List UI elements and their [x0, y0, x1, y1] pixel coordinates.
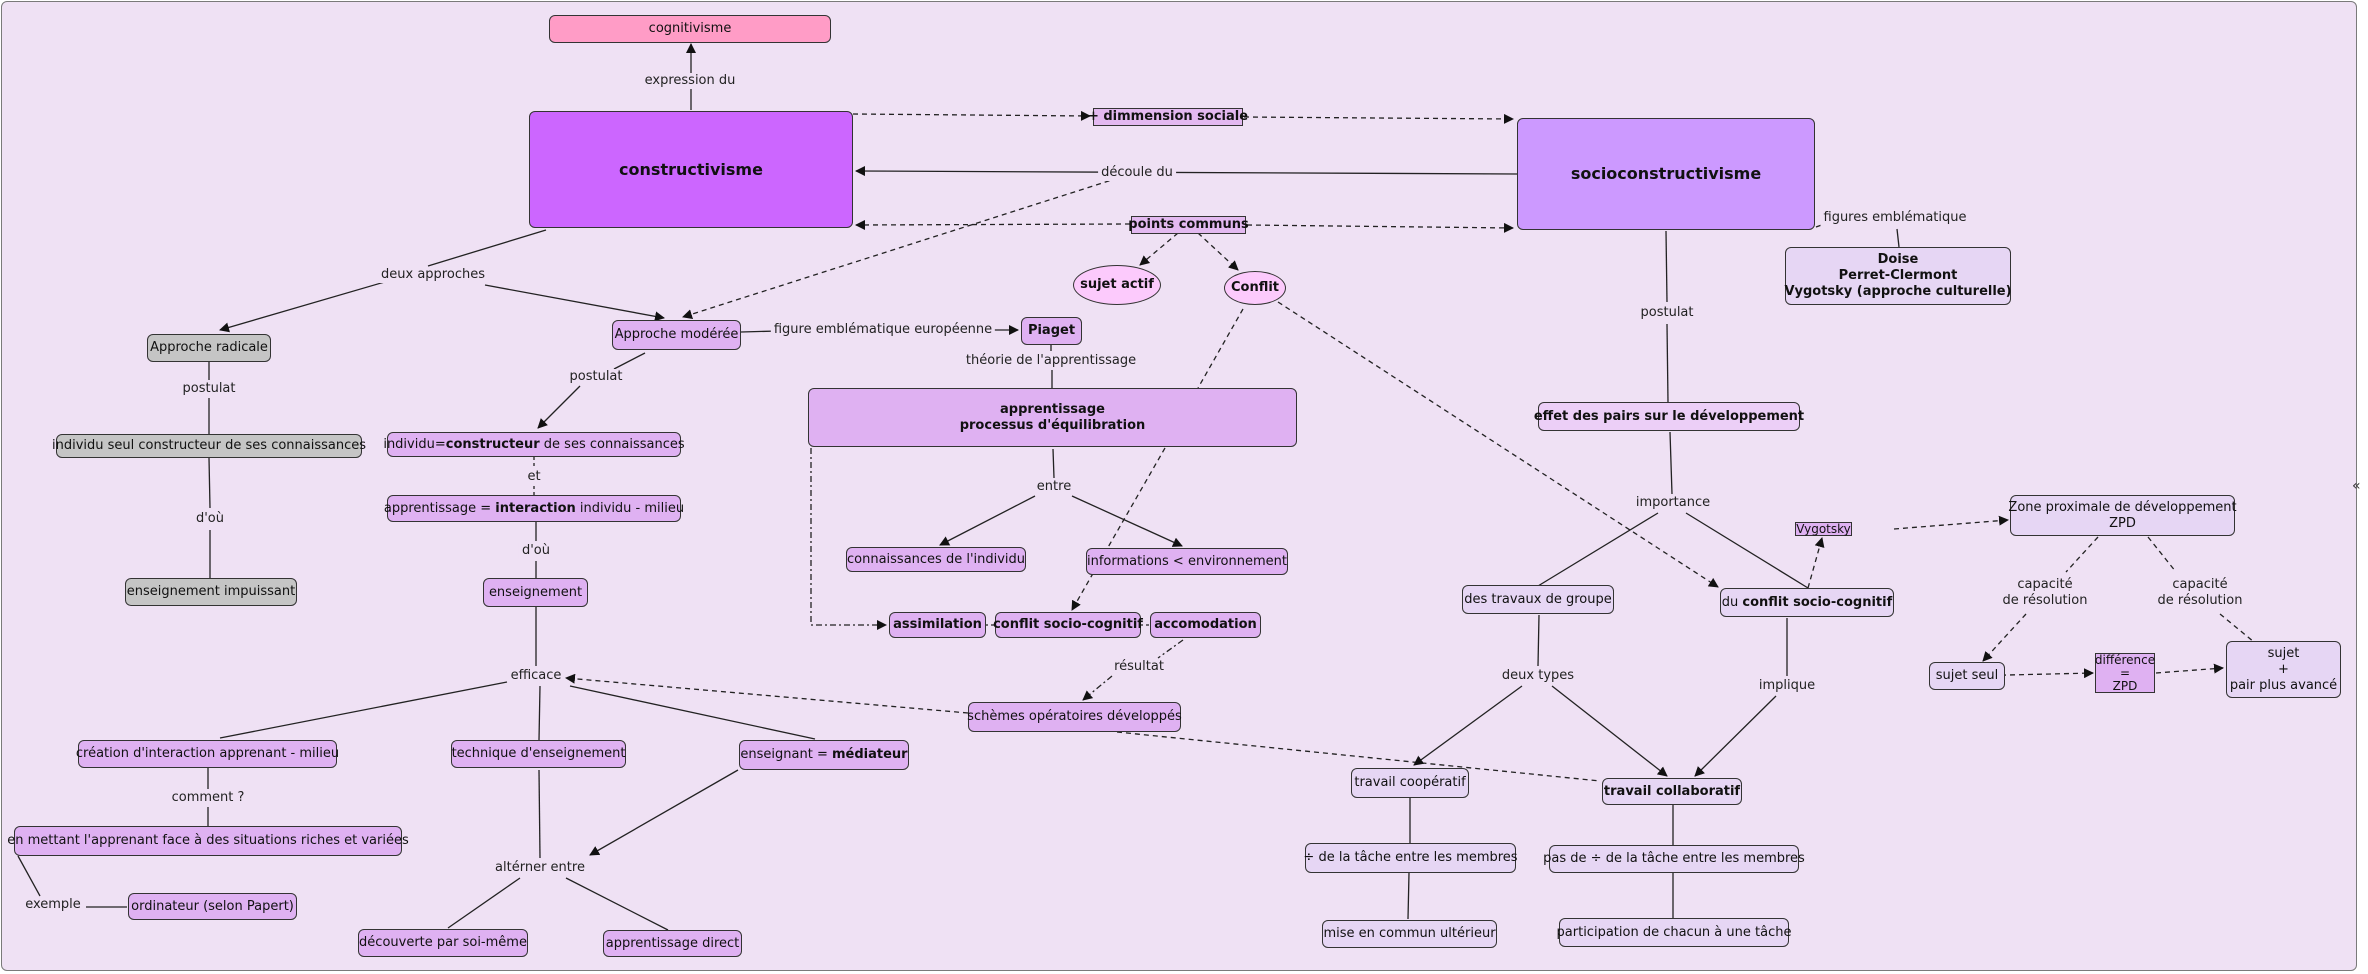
collapse-panel-icon[interactable]: « [2352, 478, 2361, 494]
node-piaget[interactable]: Piaget [1021, 317, 1082, 345]
node-doise[interactable]: Doise Perret-Clermont Vygotsky (approche… [1784, 247, 2012, 305]
node-apprentissage-interaction[interactable]: apprentissage = interaction individu - m… [384, 495, 684, 522]
node-dimmension-sociale[interactable]: + dimmension sociale [1087, 108, 1249, 126]
node-conflit[interactable]: Conflit [1224, 271, 1286, 305]
node-schemes-operatoires[interactable]: schèmes opératoires développés [967, 702, 1182, 732]
node-travaux-groupe[interactable]: des travaux de groupe [1462, 585, 1614, 614]
node-enseignement-impuissant[interactable]: enseignement impuissant [125, 578, 297, 606]
node-creation-interaction[interactable]: création d'interaction apprenant - milie… [76, 740, 339, 768]
node-apprentissage-direct[interactable]: apprentissage direct [603, 930, 742, 957]
node-accomodation[interactable]: accomodation [1150, 612, 1261, 638]
label-entre: entre [1033, 479, 1075, 495]
node-sujet-actif[interactable]: sujet actif [1073, 265, 1161, 305]
label-implique: implique [1755, 678, 1819, 694]
label-theorie: théorie de l'apprentissage [962, 353, 1140, 369]
node-cognitivisme[interactable]: cognitivisme [549, 15, 831, 43]
node-vygotsky[interactable]: Vygotsky [1795, 522, 1852, 536]
node-technique-enseignement[interactable]: technique d'enseignement [451, 740, 626, 768]
label-deux-types: deux types [1498, 668, 1578, 684]
node-approche-moderee[interactable]: Approche modérée [612, 320, 741, 350]
node-connaissances-individu[interactable]: connaissances de l'individu [846, 547, 1026, 572]
label-dou-moderee: d'où [518, 543, 554, 559]
label-exemple: exemple [22, 897, 84, 913]
node-travail-collaboratif[interactable]: travail collaboratif [1602, 778, 1742, 805]
label-deux-approches: deux approches [378, 267, 488, 283]
label-dou-radicale: d'où [192, 511, 228, 527]
node-difference-zpd[interactable]: différence = ZPD [2094, 652, 2156, 693]
node-du-conflit-socio-cognitif[interactable]: du conflit socio-cognitif [1720, 588, 1894, 617]
node-conflit-socio-cognitif[interactable]: conflit socio-cognitif [993, 612, 1143, 638]
node-points-communs[interactable]: points communs [1128, 216, 1249, 234]
label-postulat-radicale: postulat [179, 381, 239, 397]
node-enseignant-mediateur[interactable]: enseignant = médiateur [739, 740, 909, 770]
label-importance: importance [1632, 495, 1714, 511]
node-decouverte[interactable]: découverte par soi-même [358, 929, 528, 957]
label-figures-emblematique: figures emblématique [1820, 210, 1970, 226]
node-individu-constructeur[interactable]: individu=constructeur de ses connaissanc… [383, 432, 685, 457]
node-informations-environnement[interactable]: informations < environnement [1086, 548, 1288, 575]
label-expression-du: expression du [641, 73, 739, 89]
node-individu-seul[interactable]: individu seul constructeur de ses connai… [52, 434, 366, 458]
node-socioconstructivisme[interactable]: socioconstructivisme [1517, 118, 1815, 230]
node-mise-en-commun[interactable]: mise en commun ultérieur [1322, 920, 1497, 948]
node-zpd[interactable]: Zone proximale de développement ZPD [2008, 495, 2237, 536]
node-apprentissage-equilibration[interactable]: apprentissage processus d'équilibration [808, 388, 1297, 447]
node-division-membres[interactable]: ÷ de la tâche entre les membres [1303, 843, 1518, 873]
node-sujet-seul[interactable]: sujet seul [1929, 662, 2005, 690]
node-situations-riches[interactable]: en mettant l'apprenant face à des situat… [7, 826, 409, 856]
node-ordinateur-papert[interactable]: ordinateur (selon Papert) [128, 893, 297, 920]
label-alterner-entre: altérner entre [492, 860, 588, 876]
label-resultat: résultat [1111, 659, 1167, 675]
node-sujet-pair-avance[interactable]: sujet + pair plus avancé [2226, 641, 2341, 698]
node-pas-division[interactable]: pas de ÷ de la tâche entre les membres [1543, 845, 1805, 873]
label-et: et [524, 469, 544, 485]
label-decoule-du: découle du [1098, 165, 1176, 181]
label-postulat-socio: postulat [1637, 305, 1697, 321]
node-enseignement[interactable]: enseignement [483, 578, 588, 607]
node-assimilation[interactable]: assimilation [889, 612, 986, 638]
node-participation[interactable]: participation de chacun à une tâche [1557, 918, 1791, 947]
label-postulat-moderee: postulat [566, 369, 626, 385]
node-travail-cooperatif[interactable]: travail coopératif [1351, 768, 1469, 798]
label-comment: comment ? [168, 790, 248, 806]
node-approche-radicale[interactable]: Approche radicale [147, 334, 271, 362]
label-figure-europeenne: figure emblématique européenne [770, 322, 996, 338]
node-constructivisme[interactable]: constructivisme [529, 111, 853, 228]
label-efficace: efficace [507, 668, 565, 684]
node-effet-pairs[interactable]: effet des pairs sur le développement [1534, 402, 1804, 431]
